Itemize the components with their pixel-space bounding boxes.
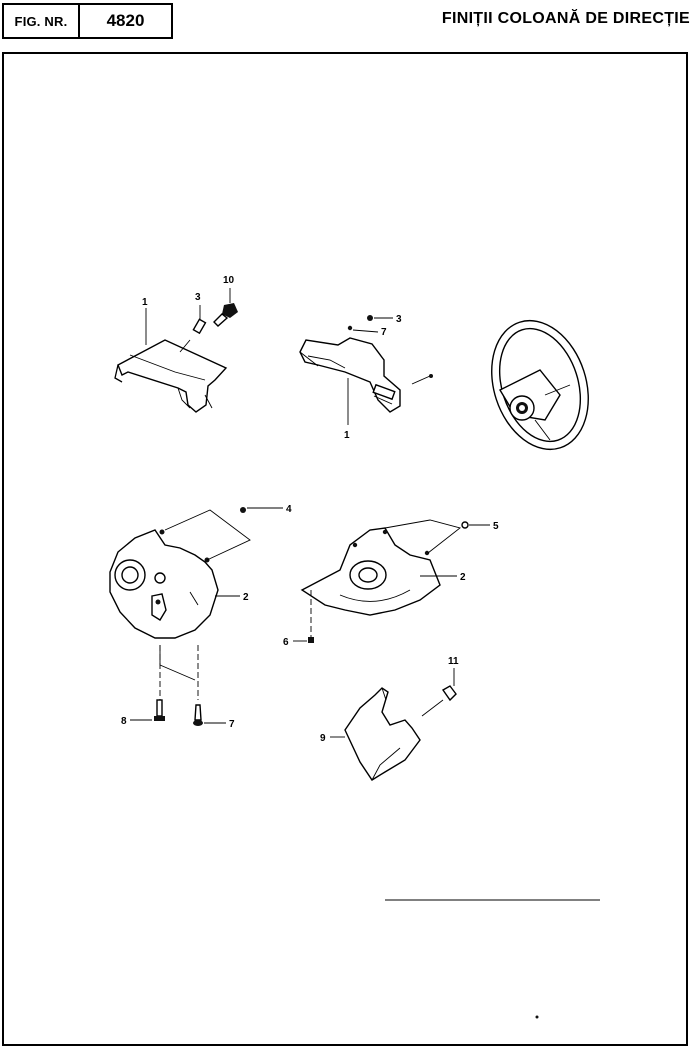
screw-3a	[179, 305, 207, 353]
lower-cover-left	[109, 529, 219, 639]
page-title: FINIȚII COLOANĂ DE DIRECȚIE	[441, 10, 690, 27]
ref-plane-5	[384, 519, 461, 554]
lower-cover-right	[300, 527, 441, 616]
screw-11	[421, 668, 457, 717]
upper-cover-middle	[299, 337, 401, 413]
screw-8	[130, 699, 165, 721]
ref-lines-8-7	[159, 645, 196, 681]
callout-3b: 3	[396, 314, 402, 325]
bolt-10	[213, 288, 238, 327]
ref-plane-4	[164, 509, 251, 561]
column-shroud	[344, 687, 421, 781]
fig-number-box: 4820	[78, 3, 173, 39]
screw-5	[461, 521, 490, 529]
callout-11: 11	[448, 656, 459, 667]
fig-label: FIG. NR.	[14, 13, 68, 29]
callout-2a: 2	[243, 592, 249, 603]
screw-7b	[193, 704, 226, 726]
callout-5: 5	[493, 521, 499, 532]
callout-1b: 1	[344, 430, 350, 441]
pin-screw	[411, 374, 433, 385]
screw-4	[240, 507, 283, 513]
callout-4: 4	[286, 504, 292, 515]
screw-3b	[367, 315, 393, 321]
callout-7a: 7	[381, 327, 387, 338]
drawing-frame	[2, 52, 688, 1046]
scan-dot	[535, 1015, 539, 1019]
callout-7b: 7	[229, 719, 235, 730]
fig-number: 4820	[106, 11, 145, 30]
upper-cover-left	[114, 339, 228, 413]
screw-7a	[347, 325, 379, 333]
callout-3a: 3	[195, 292, 201, 303]
screw-6	[293, 590, 314, 643]
callout-8: 8	[121, 716, 127, 727]
steering-wheel	[491, 319, 589, 451]
callout-9: 9	[320, 733, 326, 744]
callout-10: 10	[223, 275, 235, 286]
callout-6: 6	[283, 637, 289, 648]
callout-2b: 2	[460, 572, 466, 583]
callout-1a: 1	[142, 297, 148, 308]
